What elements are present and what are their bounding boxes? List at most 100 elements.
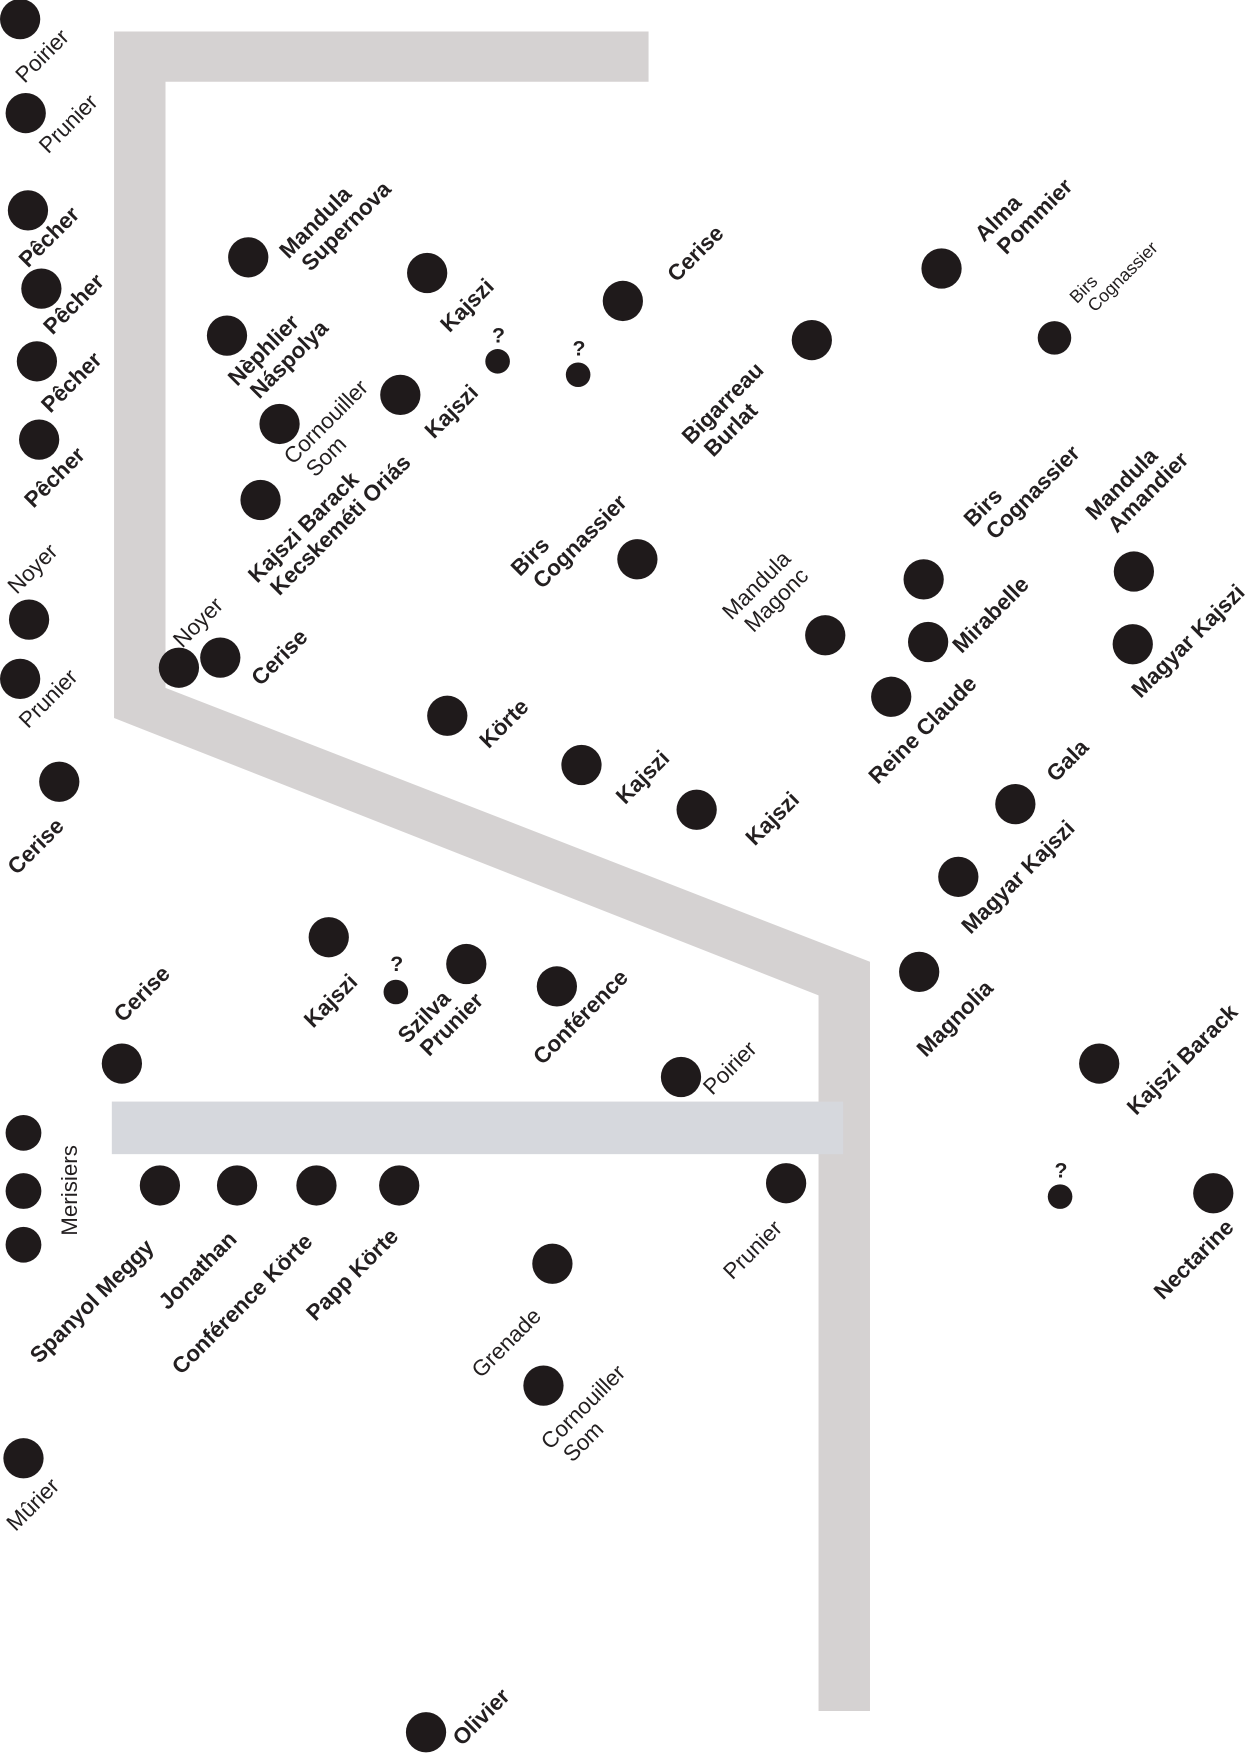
- tree-dot: [565, 362, 591, 388]
- tree-label: BirsCognassier: [959, 423, 1085, 549]
- tree: Kajszi: [380, 374, 483, 443]
- tree-label: MandulaAmandier: [1081, 429, 1194, 542]
- tree-dot: [39, 761, 80, 802]
- tree-dot: [1079, 1043, 1120, 1084]
- tree-dot: [1113, 551, 1155, 592]
- tree: MandulaSupernova: [228, 159, 396, 281]
- tree-dot: [676, 789, 717, 830]
- tree-label: Prunier: [718, 1215, 787, 1284]
- tree-label-line: Conférence Körte: [167, 1229, 317, 1379]
- tree-label: AlmaPommier: [970, 156, 1078, 264]
- tree: Magnolia: [899, 951, 998, 1062]
- tree-label-line: Cerise: [3, 813, 69, 879]
- tree-label: Mirabelle: [948, 572, 1034, 658]
- tree: Olivier: [405, 1683, 515, 1753]
- tree: SzilvaPrunier: [393, 943, 488, 1061]
- tree-dot: [296, 1165, 337, 1206]
- tree: Spanyol Meggy: [25, 1165, 181, 1368]
- tree-label-line: Kajszi: [611, 745, 674, 808]
- tree-label: Prunier: [34, 89, 103, 158]
- tree-dot: [791, 319, 832, 361]
- tree: MandulaMagonc: [717, 546, 846, 656]
- tree-label: BigarreauBurlat: [677, 357, 786, 466]
- tree: ?: [565, 337, 591, 388]
- tree-label: Gala: [1041, 734, 1093, 786]
- tree-dot: [383, 979, 409, 1005]
- road: [114, 31, 870, 1712]
- tree-dot: [101, 1043, 143, 1084]
- tree-label: Kajszi: [420, 380, 483, 443]
- tree-label: Olivier: [448, 1683, 515, 1750]
- tree-dot: [485, 349, 510, 374]
- tree: Körte: [427, 694, 533, 753]
- tree: Prunier: [718, 1163, 807, 1284]
- tree-dot: [240, 479, 281, 521]
- tree-dot: [8, 599, 50, 640]
- tree-label-line: Papp Körte: [301, 1223, 403, 1325]
- tree: ?: [485, 323, 510, 374]
- tree: Cerise: [101, 961, 175, 1084]
- tree-label: ?: [492, 323, 505, 347]
- tree-dot: [206, 315, 248, 356]
- tree-label-line: ?: [492, 323, 505, 347]
- tree: BigarreauBurlat: [677, 319, 832, 466]
- tree-label: Cerise: [109, 961, 175, 1027]
- tree-dot: [5, 92, 46, 134]
- tree-label-line: Olivier: [448, 1683, 515, 1750]
- tree: BirsCognassier: [1037, 238, 1162, 355]
- tree: Prunier: [5, 89, 103, 158]
- tree-dot: [200, 637, 241, 678]
- tree-dot: [158, 647, 200, 688]
- tree-dot: [532, 1243, 573, 1284]
- tree: Noyer: [3, 538, 63, 640]
- tree-label-line: Noyer: [3, 538, 63, 598]
- tree: Pêcher: [19, 419, 90, 512]
- tree: Magyar Kajszi: [1112, 579, 1250, 703]
- tree-label: ?: [573, 337, 586, 361]
- tree-label: Mûrier: [2, 1473, 65, 1536]
- tree-label: Cerise: [662, 221, 728, 287]
- tree-label: ?: [390, 952, 403, 976]
- tree: ?: [1047, 1159, 1073, 1209]
- tree: Conférence: [528, 965, 633, 1070]
- tree: Poirier: [0, 0, 74, 88]
- tree-label: Poirier: [698, 1036, 762, 1100]
- tree-label-line: Cerise: [662, 221, 728, 287]
- tree-label-line: Merisiers: [57, 1145, 82, 1236]
- tree-label-line: ?: [1054, 1159, 1067, 1183]
- tree-dot: [16, 341, 58, 382]
- tree-label: MandulaSupernova: [274, 159, 396, 281]
- tree: Pêcher: [16, 341, 107, 417]
- tree-dot: [1037, 321, 1072, 355]
- tree-label: ?: [1054, 1159, 1067, 1183]
- tree: Gala: [995, 734, 1094, 825]
- tree: Pêcher: [7, 190, 84, 272]
- tree-label-line: Kajszi Barack: [1122, 999, 1243, 1120]
- tree-label: NèphlierNáspolya: [223, 297, 334, 408]
- tree-label: MandulaMagonc: [717, 546, 813, 642]
- tree-label-line: Prunier: [34, 89, 103, 158]
- tree-dot: [0, 658, 41, 700]
- tree-label: Nectarine: [1149, 1214, 1239, 1304]
- tree: CornouillerSom: [259, 374, 373, 482]
- tree-dot: [427, 695, 468, 736]
- tree-dot: [5, 1173, 42, 1209]
- tree: MandulaAmandier: [1081, 429, 1194, 592]
- tree-dot: [903, 559, 944, 600]
- tree: BirsCognassier: [506, 489, 658, 593]
- tree-dot: [899, 951, 940, 992]
- tree: CornouillerSom: [523, 1359, 631, 1467]
- tree-dot: [995, 784, 1036, 825]
- tree-label-line: Kajszi: [741, 787, 804, 850]
- tree-label-line: Kajszi: [299, 969, 362, 1032]
- tree-label-line: Gala: [1041, 734, 1093, 786]
- tree-label: Kajszi: [741, 787, 804, 850]
- tree: Kajszi: [676, 787, 804, 850]
- tree-dot: [523, 1365, 564, 1406]
- tree-dot: [380, 374, 421, 415]
- tree-label: Merisiers: [57, 1145, 82, 1236]
- tree-dot: [19, 419, 60, 460]
- tree-dot: [561, 744, 602, 786]
- tree-dot: [617, 539, 658, 580]
